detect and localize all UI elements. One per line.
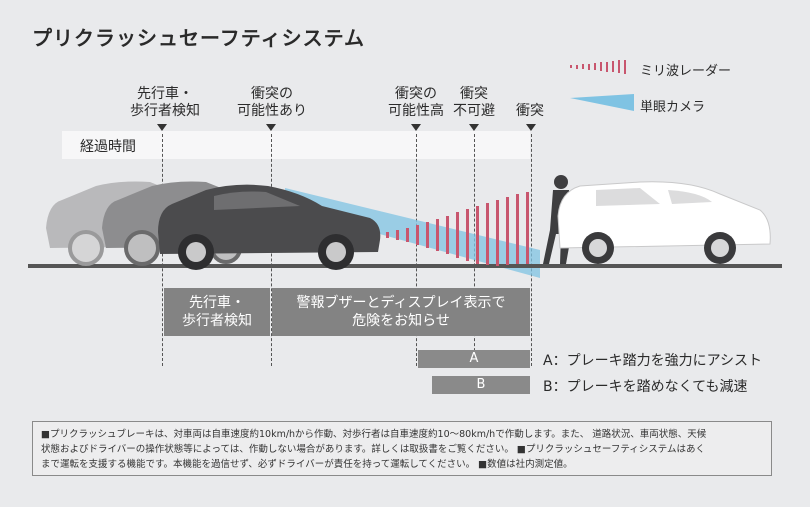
high-line — [416, 134, 417, 366]
collision-marker — [526, 124, 536, 131]
stage-collision-label: 衝突 — [516, 103, 544, 119]
brake-a-text: A：プレーキ踏力を強力にアシスト — [543, 353, 763, 369]
detect-box: 先行車・歩行者検知 — [164, 288, 270, 336]
brake-b-text: B：プレーキを踏めなくても減速 — [543, 379, 748, 395]
unavoidable-marker — [469, 124, 479, 131]
radar-legend-label: ミリ波レーダー — [640, 64, 732, 79]
brake-b-bar: B — [432, 376, 530, 394]
radar-waves — [386, 192, 529, 266]
note-line-2: 状態およびドライバーの操作状態等によっては、作動しない場合があります。詳しくは取… — [41, 444, 705, 455]
timeline-bar: 経過時間 — [62, 131, 530, 159]
possible-marker — [266, 124, 276, 131]
alert-box: 警報ブザーとディスプレイ表示で危険をお知らせ — [272, 288, 530, 336]
camera-legend-label: 単眼カメラ — [640, 100, 706, 115]
radar-legend-icon — [570, 60, 626, 74]
camera-legend-icon — [570, 94, 634, 111]
own-car — [158, 184, 381, 270]
page-title: プリクラッシュセーフティシステム — [32, 26, 365, 50]
detect-marker — [157, 124, 167, 131]
stage-high-label: 衝突の可能性高 — [388, 86, 444, 119]
stage-detect-label: 先行車・歩行者検知 — [130, 86, 200, 119]
vehicle-scene — [28, 175, 782, 278]
stage-unavoidable-label: 衝突不可避 — [453, 86, 495, 119]
note-line-3: まで運転を支援する機能です。本機能を過信せず、必ずドライバーが責任を持って運転し… — [41, 459, 573, 470]
white-car — [557, 181, 771, 264]
stage-possible-label: 衝突の可能性あり — [237, 86, 307, 119]
high-marker — [411, 124, 421, 131]
timeline-label: 経過時間 — [80, 139, 136, 155]
note-line-1: ■プリクラッシュブレーキは、対車両は自車速度約10km/hから作動、対歩行者は自… — [41, 429, 707, 440]
disclaimer-note: ■プリクラッシュブレーキは、対車両は自車速度約10km/hから作動、対歩行者は自… — [32, 421, 772, 476]
brake-a-bar: A — [418, 350, 530, 368]
ground — [28, 264, 782, 268]
